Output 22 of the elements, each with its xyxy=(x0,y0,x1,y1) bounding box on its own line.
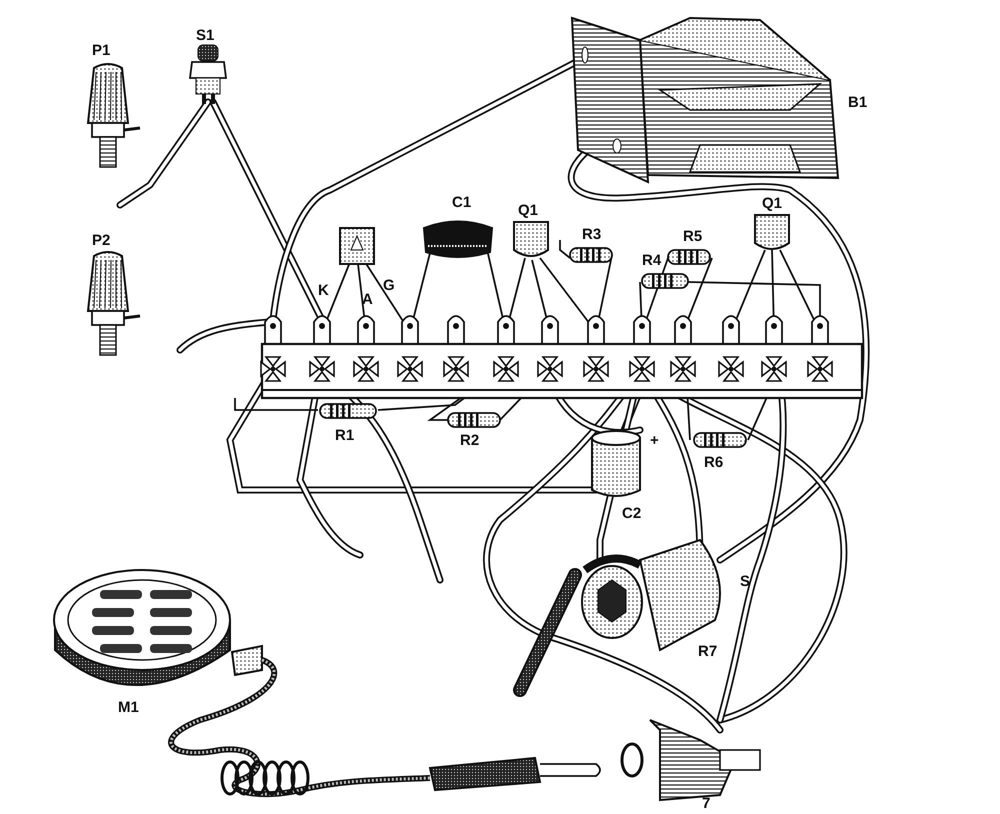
part-label: + xyxy=(650,433,659,448)
part-label: M1 xyxy=(118,700,139,715)
part-label: 7 xyxy=(702,796,710,811)
part-label: B1 xyxy=(848,95,868,110)
part-label: A xyxy=(362,292,373,307)
part-label: R3 xyxy=(582,227,602,242)
part-label: K xyxy=(318,283,329,298)
part-label: Q1 xyxy=(762,196,782,211)
part-label: R4 xyxy=(642,253,662,268)
part-label: R5 xyxy=(683,229,702,244)
part-label: C2 xyxy=(622,506,642,521)
part-label: C1 xyxy=(452,195,472,210)
part-label: S1 xyxy=(196,28,214,43)
part-label: Q1 xyxy=(518,203,538,218)
part-label: R6 xyxy=(704,455,724,470)
part-label: P1 xyxy=(92,43,110,58)
part-label: S xyxy=(740,574,750,589)
part-label: P2 xyxy=(92,233,110,248)
part-label: R1 xyxy=(335,428,354,443)
part-label: R2 xyxy=(460,433,480,448)
part-label: G xyxy=(383,278,395,293)
part-label: R7 xyxy=(698,644,718,659)
